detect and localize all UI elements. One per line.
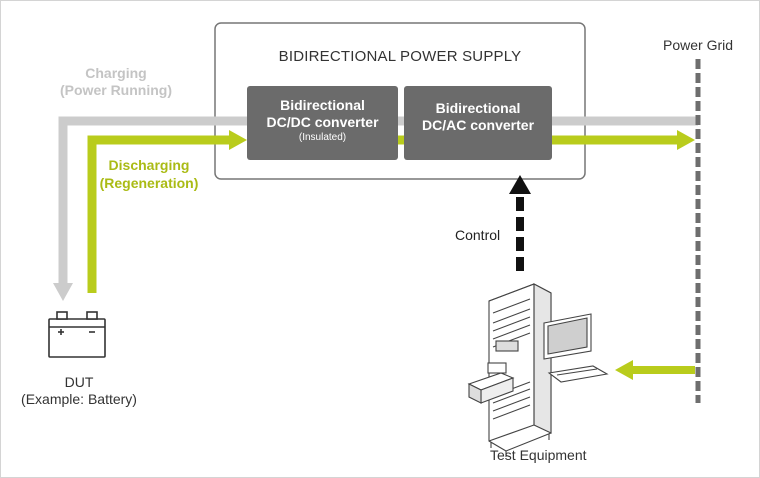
dut-label: DUT (Example: Battery) [11,374,147,408]
power-grid-label: Power Grid [663,37,734,53]
dcdc-converter-label: Bidirectional DC/DC converter (Insulated… [247,97,398,145]
dcac-converter-line1: Bidirectional [435,100,521,116]
dcac-converter-block [404,86,552,160]
discharging-label: Discharging (Regeneration) [89,156,209,192]
dcdc-converter-note: (Insulated) [298,132,347,143]
grid-to-equipment-arrow [615,360,695,380]
battery-icon [48,311,106,358]
test-equipment-label: Test Equipment [490,447,587,463]
power-supply-title: BIDIRECTIONAL POWER SUPPLY [278,48,522,65]
charging-label-line2: (Power Running) [60,82,172,98]
control-arrow [509,175,531,271]
discharging-label-line2: (Regeneration) [99,175,199,191]
dut-label-line2: (Example: Battery) [21,391,137,407]
discharging-label-line1: Discharging [108,157,190,173]
charging-label: Charging (Power Running) [51,65,181,99]
dcdc-converter-block [247,86,398,160]
test-equipment-icon [467,283,609,457]
dcdc-converter-line2: DC/DC converter [266,114,379,130]
dcac-converter-line2: DC/AC converter [421,117,535,133]
charging-label-line1: Charging [85,65,147,81]
dcac-converter-label: Bidirectional DC/AC converter [404,100,552,134]
control-label: Control [455,227,501,243]
dut-label-line1: DUT [64,374,94,390]
dcdc-converter-line1: Bidirectional [280,97,365,113]
